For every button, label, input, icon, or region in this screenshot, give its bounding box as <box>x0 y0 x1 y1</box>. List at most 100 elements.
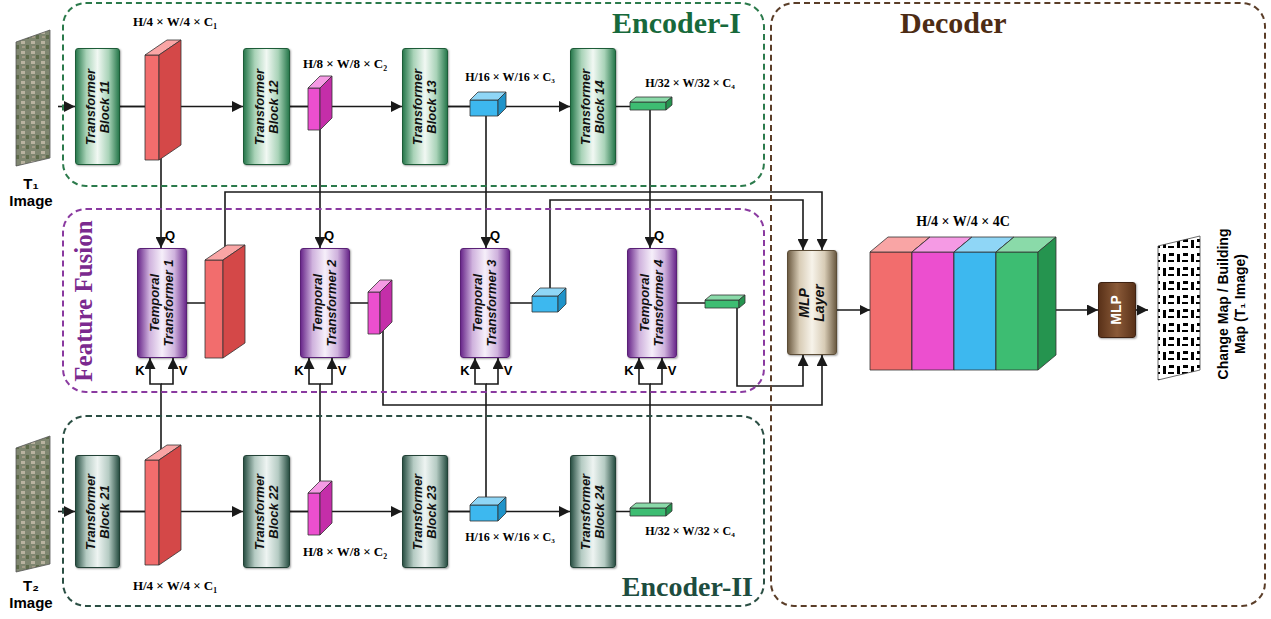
mlp-layer-box: MLP Layer <box>787 250 837 355</box>
attention-input-label: V <box>668 364 677 378</box>
kv-fork <box>161 358 662 384</box>
concat-feature <box>954 252 996 370</box>
image-caption: T₂ Image <box>4 577 58 612</box>
arrow-connector <box>616 107 650 249</box>
concat-feature <box>996 252 1038 370</box>
transformer-block: Transformer Block 21 <box>75 455 120 568</box>
encoder-panel: Encoder-ITransformer Block 11Transformer… <box>62 2 765 187</box>
dimension-label: H/4 × W/4 × C₁ <box>133 579 217 593</box>
satellite-image <box>16 30 50 166</box>
temporal-transformer: Temporal Transformer 1 <box>137 248 187 358</box>
output-map: Change Map / Building Map (T₁ Image) <box>1148 198 1262 410</box>
feature-map <box>705 295 745 300</box>
block-label: Temporal Transformer 1 <box>148 253 177 353</box>
dimension-label: H/32 × W/32 × C₄ <box>645 77 735 90</box>
transformer-block: Transformer Block 23 <box>402 455 448 568</box>
feature-map <box>498 92 506 116</box>
dimension-label: H/16 × W/16 × C₃ <box>465 71 555 84</box>
block-label: Temporal Transformer 4 <box>638 253 667 353</box>
panel-title: Encoder-II <box>622 572 753 603</box>
concat-feature <box>1038 237 1056 370</box>
panel-title: Feature Fusion <box>70 220 98 381</box>
output-caption: Change Map / Building Map (T₁ Image) <box>1215 219 1249 389</box>
attention-input-label: Q <box>490 229 500 243</box>
block-label: MLP <box>1109 285 1124 335</box>
feature-map <box>666 503 672 516</box>
kv-branch <box>320 358 332 384</box>
feature-map <box>320 481 332 535</box>
temporal-transformer: Temporal Transformer 4 <box>627 248 677 358</box>
feature-map <box>470 505 498 521</box>
attention-input-label: K <box>624 364 633 378</box>
transformer-block: Transformer Block 13 <box>402 48 448 165</box>
arrow-connector <box>350 303 822 405</box>
attention-input-label: Q <box>165 229 175 243</box>
decoder-panel: DecoderMLP Layer MLP Change Map / Building… <box>770 2 1266 607</box>
dimension-label: H/16 × W/16 × C₃ <box>465 531 555 544</box>
block-label: Transformer Block 13 <box>411 57 440 157</box>
block-label: Temporal Transformer 2 <box>311 253 340 353</box>
kv-branch <box>486 358 498 384</box>
dimension-label: H/8 × W/8 × C₂ <box>303 57 387 71</box>
block-label: Transformer Block 21 <box>83 462 112 562</box>
feature-map <box>630 503 672 508</box>
dimension-label: H/8 × W/8 × C₂ <box>303 545 387 559</box>
dimension-label: H/32 × W/32 × C₄ <box>645 525 735 538</box>
concat-feature <box>912 252 954 370</box>
arrow-connector <box>677 303 803 386</box>
attention-input-label: V <box>179 364 188 378</box>
arrow-head <box>860 305 870 315</box>
arrow-connector <box>448 358 486 512</box>
block-label: Temporal Transformer 3 <box>471 253 500 353</box>
arrow-connector <box>58 106 75 108</box>
dimension-label: H/4 × W/4 × C₁ <box>133 15 217 29</box>
attention-input-label: V <box>338 364 347 378</box>
feature-map <box>380 280 392 334</box>
feature-map <box>558 288 566 312</box>
block-label: Transformer Block 12 <box>252 57 281 157</box>
arrow-connector <box>58 511 75 513</box>
feature-map <box>705 300 739 308</box>
transformer-block: Transformer Block 22 <box>243 455 290 568</box>
input-image: T₁ Image <box>4 26 58 212</box>
attention-input-label: Q <box>324 229 334 243</box>
block-label: MLP Layer <box>797 278 828 328</box>
mlp-box: MLP <box>1098 282 1136 338</box>
feature-map <box>159 40 181 160</box>
feature-map <box>223 245 245 358</box>
feature-map <box>368 292 380 334</box>
attention-input-label: K <box>294 364 303 378</box>
feature-map <box>666 97 672 110</box>
block-label: Transformer Block 22 <box>252 462 281 562</box>
transformer-block: Transformer Block 24 <box>570 455 616 568</box>
attention-input-label: V <box>504 364 513 378</box>
arrow-connector <box>1136 309 1148 311</box>
attention-input-label: K <box>135 364 144 378</box>
feature-map <box>159 445 181 565</box>
concat-feature <box>870 252 912 370</box>
transformer-block: Transformer Block 14 <box>570 48 616 165</box>
transformer-block: Transformer Block 12 <box>243 48 290 165</box>
feature-map <box>308 493 320 535</box>
feature-map <box>532 296 558 312</box>
feature-map <box>320 76 332 130</box>
arrow-connector <box>616 358 650 512</box>
feature-map <box>498 497 506 521</box>
feature-map <box>470 100 498 116</box>
feature-map <box>308 88 320 130</box>
attention-input-label: K <box>460 364 469 378</box>
feature-map <box>205 260 223 358</box>
block-label: Transformer Block 24 <box>579 462 608 562</box>
transformer-block: Transformer Block 11 <box>75 48 120 165</box>
feature-map <box>630 102 666 110</box>
panel-title: Decoder <box>900 6 1007 39</box>
change-map-image <box>1158 236 1200 380</box>
block-label: Transformer Block 14 <box>579 57 608 157</box>
temporal-transformer: Temporal Transformer 3 <box>460 248 510 358</box>
arrow-connector <box>448 107 486 249</box>
feature-map <box>630 508 666 516</box>
attention-input-label: Q <box>654 229 664 243</box>
block-label: Transformer Block 11 <box>83 57 112 157</box>
dimension-label: H/4 × W/4 × 4C <box>916 214 1009 229</box>
feature-map <box>630 97 672 102</box>
